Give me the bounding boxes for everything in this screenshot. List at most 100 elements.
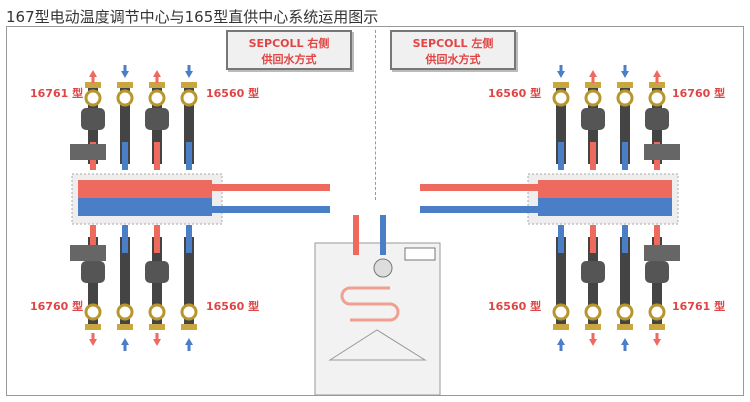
flow-up-arrow [621,338,629,351]
thermometer [116,303,134,321]
thermometer [148,303,166,321]
left-side-supply-box: SEPCOLL 左侧供回水方式 [390,30,516,70]
flow-down-arrow [121,65,129,78]
model-label: 16560 型 [488,300,542,313]
supply-pipe [212,184,330,191]
flow-down-arrow [621,65,629,78]
boiler-pump [373,258,393,278]
valve [553,82,569,88]
flow-up-arrow [589,70,597,83]
supply-header [78,180,212,198]
model-label: 16560 型 [206,300,260,313]
flow-up-arrow [121,338,129,351]
thermometer [84,89,102,107]
module-riser [154,225,160,253]
module-pipe [620,82,630,164]
module-riser [90,225,96,253]
thermometer [180,303,198,321]
valve [117,324,133,330]
control-box [644,144,680,160]
thermometer [116,89,134,107]
valve [649,82,665,88]
valve [149,324,165,330]
valve [617,324,633,330]
module-pipe [184,237,194,324]
flow-down-arrow [557,65,565,78]
pump [81,108,105,130]
module-riser [622,225,628,253]
thermometer [84,303,102,321]
return-header [78,198,212,216]
pump [645,261,669,283]
valve [585,82,601,88]
module-riser [558,225,564,253]
module-riser [590,225,596,253]
box-line: SEPCOLL 左侧 [412,37,494,50]
flow-down-arrow [89,333,97,346]
pump [645,108,669,130]
control-box [70,144,106,160]
flow-down-arrow [153,333,161,346]
thermometer [616,89,634,107]
flow-up-arrow [653,70,661,83]
valve [85,324,101,330]
valve [85,82,101,88]
flow-up-arrow [89,70,97,83]
flow-down-arrow [653,333,661,346]
box-line: 供回水方式 [425,53,481,66]
valve [149,82,165,88]
module-riser [154,142,160,170]
boiler-return [380,215,386,255]
pump [145,108,169,130]
flow-down-arrow [589,333,597,346]
model-label: 16760 型 [672,87,726,100]
model-label: 16761 型 [30,87,84,100]
thermometer [648,89,666,107]
valve [181,82,197,88]
thermometer [552,89,570,107]
control-box [644,245,680,261]
thermometer [148,89,166,107]
supply-header [538,180,672,198]
module-riser [654,225,660,253]
boiler-coil [340,286,400,322]
return-pipe [212,206,330,213]
module-riser [186,225,192,253]
page-title: 167型电动温度调节中心与165型直供中心系统运用图示 [6,8,379,26]
module-riser [622,142,628,170]
model-label: 16761 型 [672,300,726,313]
valve [117,82,133,88]
module-riser [590,142,596,170]
return-header [538,198,672,216]
module-pipe [556,82,566,164]
model-label: 16760 型 [30,300,84,313]
pump [145,261,169,283]
valve [553,324,569,330]
pump [81,261,105,283]
thermometer [648,303,666,321]
flow-down-arrow [185,65,193,78]
right-side-supply-box: SEPCOLL 右侧供回水方式 [226,30,352,70]
module-pipe [620,237,630,324]
boiler-supply [353,215,359,255]
module-pipe [120,82,130,164]
module-riser [122,142,128,170]
box-line: 供回水方式 [261,53,317,66]
supply-pipe [420,184,538,191]
module-riser [558,142,564,170]
module-pipe [184,82,194,164]
thermometer [616,303,634,321]
module-pipe [120,237,130,324]
model-label: 16560 型 [488,87,542,100]
valve [585,324,601,330]
pump [581,261,605,283]
flow-up-arrow [185,338,193,351]
valve [617,82,633,88]
box-line: SEPCOLL 右侧 [248,37,330,50]
control-panel [404,247,436,261]
module-pipe [556,237,566,324]
model-label: 16560 型 [206,87,260,100]
return-pipe [420,206,538,213]
thermometer [584,89,602,107]
